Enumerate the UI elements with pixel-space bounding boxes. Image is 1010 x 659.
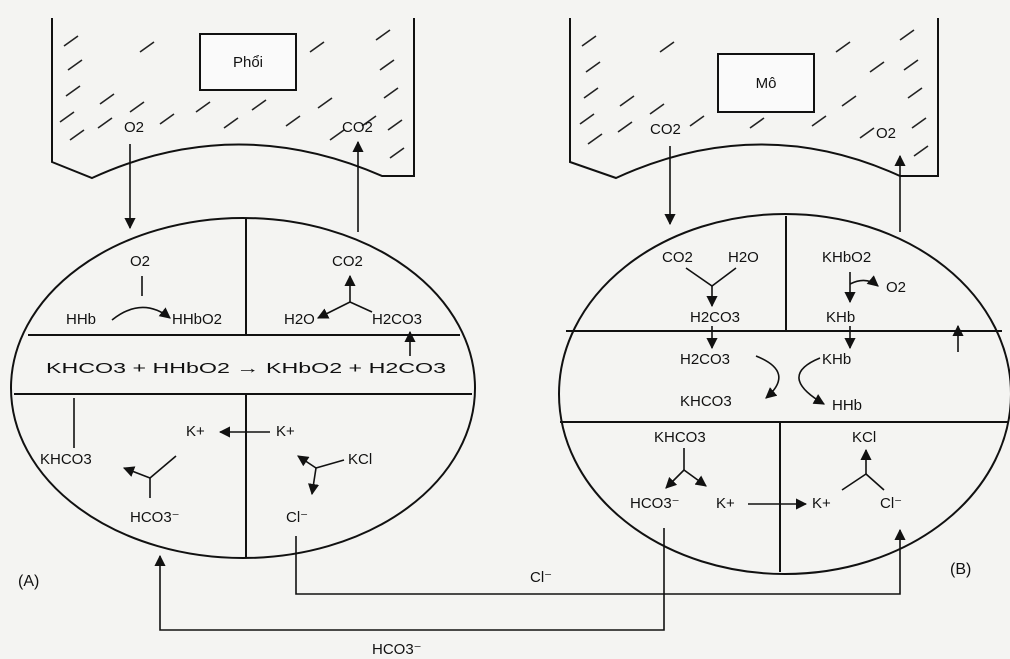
cell-b-cl: Cl⁻ (880, 495, 902, 512)
cell-a-kcl: KCl (348, 451, 372, 468)
hco3-exchange-line (154, 528, 665, 631)
cell-a-cl: Cl⁻ (286, 509, 308, 526)
hco3-exchange-label: HCO3⁻ (372, 641, 422, 658)
lung-o2-label: O2 (124, 119, 144, 136)
lung-title-box (199, 33, 297, 91)
cell-b-khco3-mid: KHCO3 (680, 393, 732, 410)
tissue-co2-label: CO2 (650, 121, 681, 138)
lung-title: Phổi (233, 54, 263, 71)
cell-a-hco3: HCO3⁻ (130, 509, 180, 526)
cell-a-hhb: HHb (66, 311, 96, 328)
cell-a-h2co3: H2CO3 (372, 311, 422, 328)
tissue-o2-label: O2 (876, 125, 896, 142)
cell-a-kplus-left: K+ (186, 423, 205, 440)
cell-b-khco3-bottom: KHCO3 (654, 429, 706, 446)
cl-exchange-label: Cl⁻ (530, 569, 552, 586)
tissue-title-box (717, 53, 815, 113)
cell-b-khb-top: KHb (826, 309, 855, 326)
lung-co2-label: CO2 (342, 119, 373, 136)
cell-b-h2co3-mid: H2CO3 (680, 351, 730, 368)
red-blood-cell-a: O2 HHb HHbO2 CO2 H2O H2CO3 KHCO3 + HHbO2… (10, 217, 476, 590)
lung-container: Phổi O2 CO2 (51, 18, 415, 232)
cell-a-o2: O2 (130, 253, 150, 270)
cell-b-o2: O2 (886, 279, 906, 296)
cell-b-khbo2: KHbO2 (822, 249, 871, 266)
cell-a-h2o: H2O (284, 311, 315, 328)
cell-b-kplus-right: K+ (812, 495, 831, 512)
cell-b-label: (B) (950, 561, 971, 578)
cell-a-label: (A) (18, 573, 39, 590)
tissue-title: Mô (756, 75, 777, 92)
cell-b-co2: CO2 (662, 249, 693, 266)
cell-b-h2co3-top: H2CO3 (690, 309, 740, 326)
ion-exchange: Cl⁻ HCO3⁻ (154, 528, 906, 658)
cl-exchange-line (295, 528, 906, 595)
cell-b-khb-mid: KHb (822, 351, 851, 368)
cell-b-h2o: H2O (728, 249, 759, 266)
cell-a-equation: KHCO3 + HHbO2 → KHbO2 + H2CO3 (46, 360, 446, 377)
red-blood-cell-b: CO2 H2O H2CO3 KHbO2 O2 KHb H2CO3 KHb KHC… (558, 213, 1010, 578)
cell-a-khco3: KHCO3 (40, 451, 92, 468)
cell-b-kcl: KCl (852, 429, 876, 446)
cell-b-hhb: HHb (832, 397, 862, 414)
tissue-container: Mô CO2 O2 (569, 18, 939, 232)
cell-b-hco3: HCO3⁻ (630, 495, 680, 512)
cell-a-hhbo2: HHbO2 (172, 311, 222, 328)
cell-a-kplus-right: K+ (276, 423, 295, 440)
cell-b-kplus-left: K+ (716, 495, 735, 512)
cell-a-co2: CO2 (332, 253, 363, 270)
